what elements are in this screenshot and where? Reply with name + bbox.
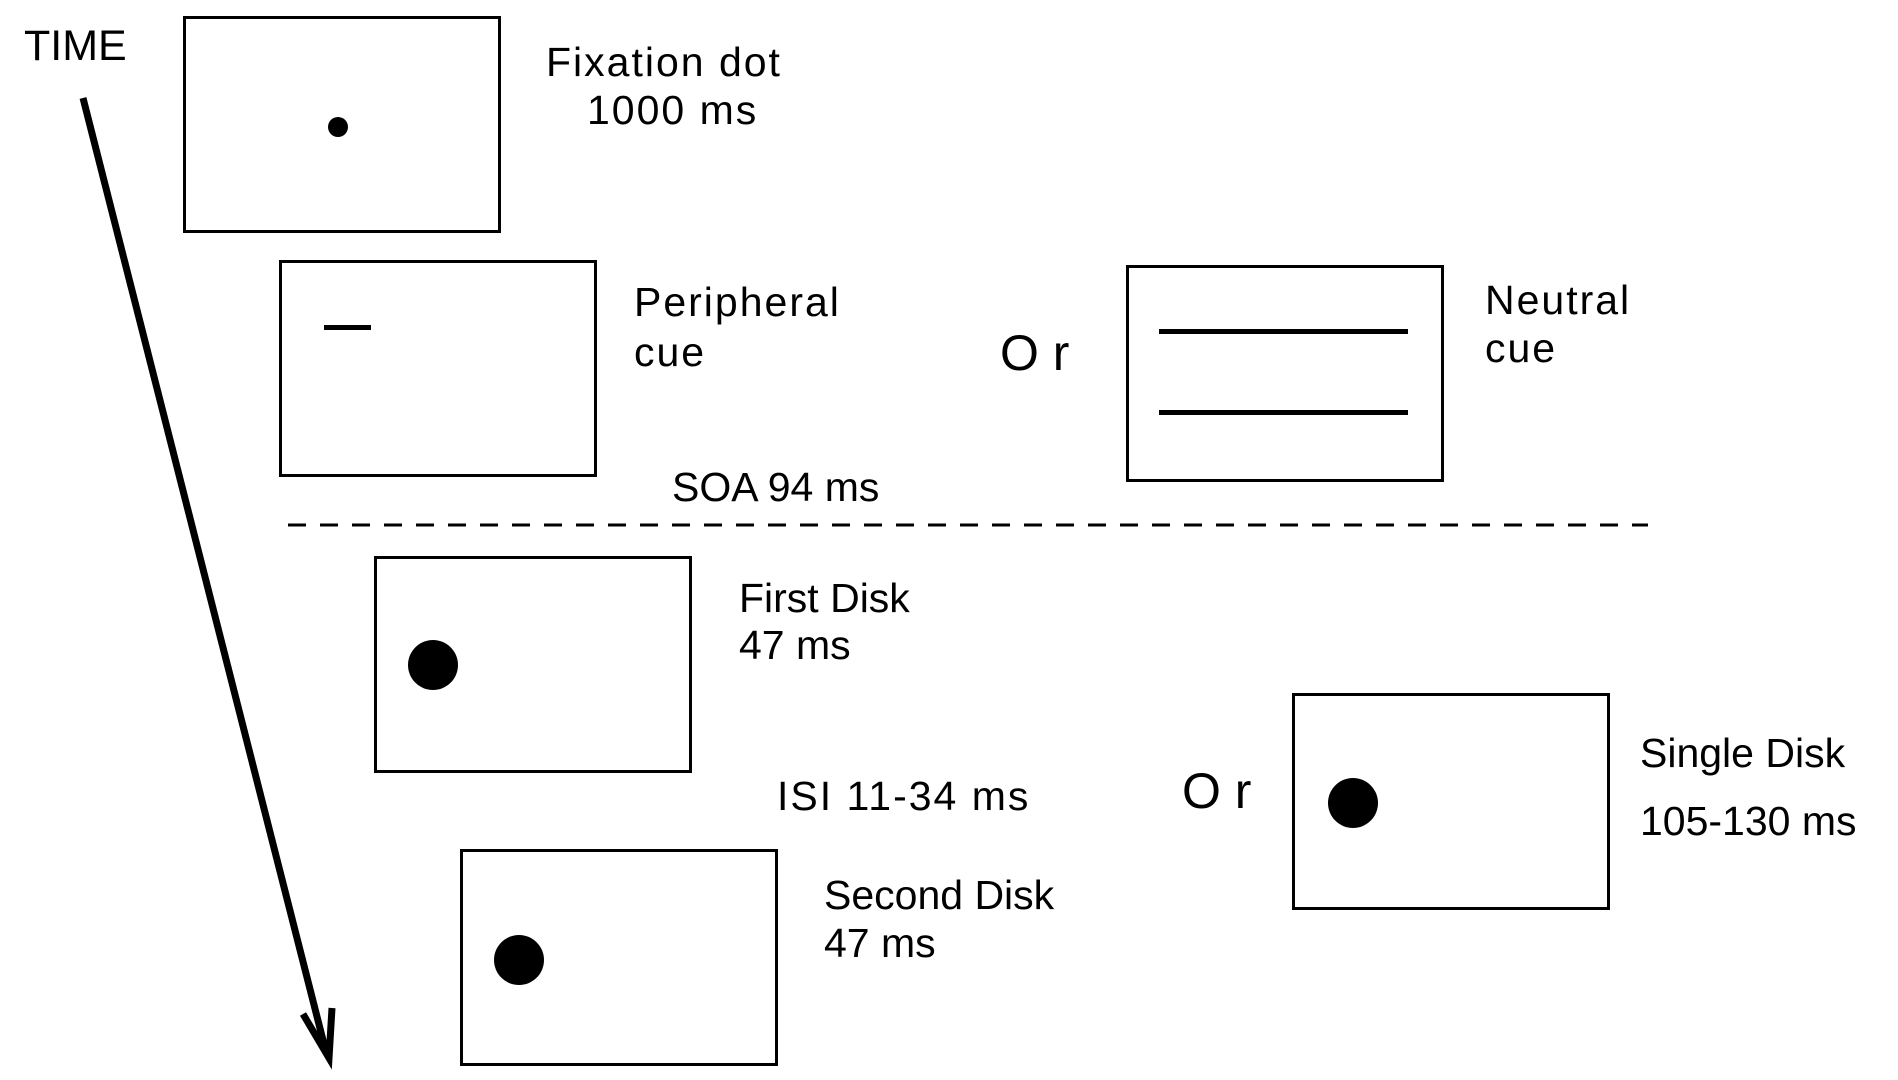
single-disk <box>1328 778 1378 828</box>
first-disk-frame <box>374 556 692 773</box>
fixation-title: Fixation dot <box>546 39 782 85</box>
first-disk <box>408 640 458 690</box>
first-disk-duration: 47 ms <box>739 622 851 668</box>
peripheral-title: Peripheral <box>634 279 841 325</box>
neutral-cue-bar-top <box>1159 329 1408 334</box>
time-label: TIME <box>24 22 127 70</box>
neutral-subtitle: cue <box>1485 325 1558 371</box>
neutral-cue-frame <box>1126 265 1444 482</box>
fixation-duration: 1000 ms <box>587 87 759 133</box>
second-disk-title: Second Disk <box>824 872 1055 918</box>
peripheral-cue-frame <box>279 260 597 477</box>
single-disk-title: Single Disk <box>1640 730 1846 776</box>
fixation-dot <box>328 117 348 137</box>
single-disk-duration: 105-130 ms <box>1640 798 1857 844</box>
first-disk-title: First Disk <box>739 575 910 621</box>
single-disk-frame <box>1292 693 1610 910</box>
second-disk-duration: 47 ms <box>824 920 936 966</box>
peripheral-subtitle: cue <box>634 329 707 375</box>
peripheral-cue-bar <box>324 325 371 330</box>
second-disk-frame <box>460 849 778 1066</box>
fixation-frame <box>183 16 501 233</box>
neutral-cue-bar-bottom <box>1159 410 1408 415</box>
second-disk <box>494 935 544 985</box>
or-disk-label: O r <box>1182 763 1252 819</box>
soa-label: SOA 94 ms <box>672 464 880 510</box>
neutral-title: Neutral <box>1485 277 1632 323</box>
isi-label: ISI 11-34 ms <box>777 773 1031 819</box>
or-cue-label: O r <box>1000 325 1070 381</box>
